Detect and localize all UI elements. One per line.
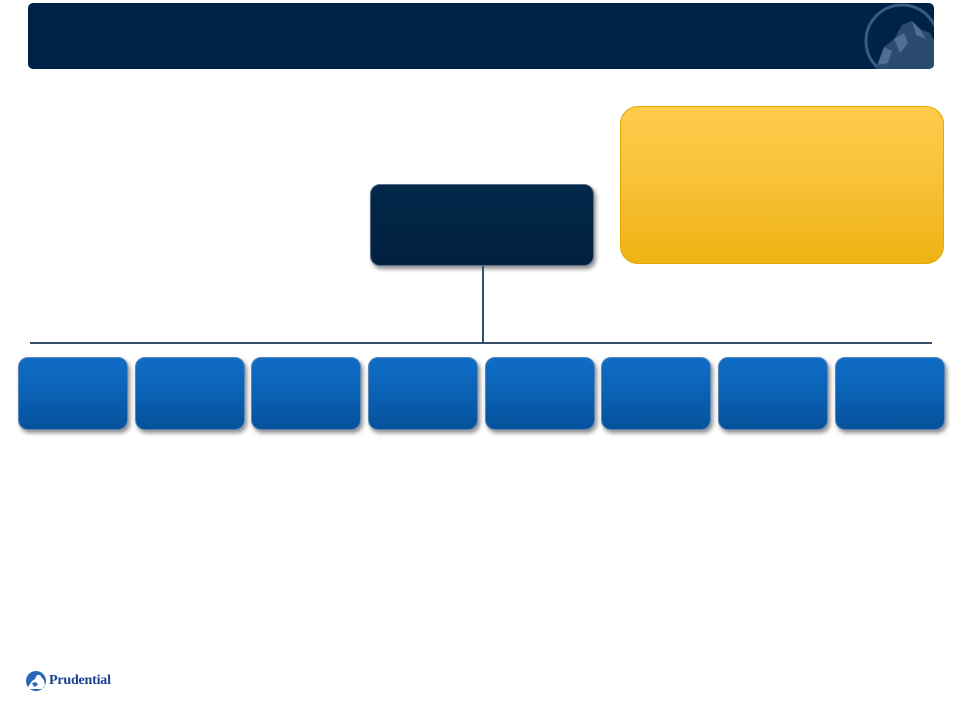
- org-child-node-1: [18, 357, 128, 430]
- org-child-node-6: [601, 357, 711, 430]
- org-child-node-4: [368, 357, 478, 430]
- org-child-node-5: [485, 357, 595, 430]
- org-child-node-8: [835, 357, 945, 430]
- org-child-node-3: [251, 357, 361, 430]
- prudential-logo: Prudential: [25, 670, 111, 692]
- callout-box: [620, 106, 944, 264]
- org-child-node-7: [718, 357, 828, 430]
- logo-text: Prudential: [49, 673, 111, 688]
- org-top-node: [370, 184, 594, 266]
- rock-icon: [864, 3, 934, 69]
- title-bar: [28, 3, 934, 69]
- connector-horizontal: [30, 342, 932, 344]
- org-child-node-2: [135, 357, 245, 430]
- prudential-rock-icon: [26, 671, 46, 691]
- connector-vertical: [482, 266, 484, 342]
